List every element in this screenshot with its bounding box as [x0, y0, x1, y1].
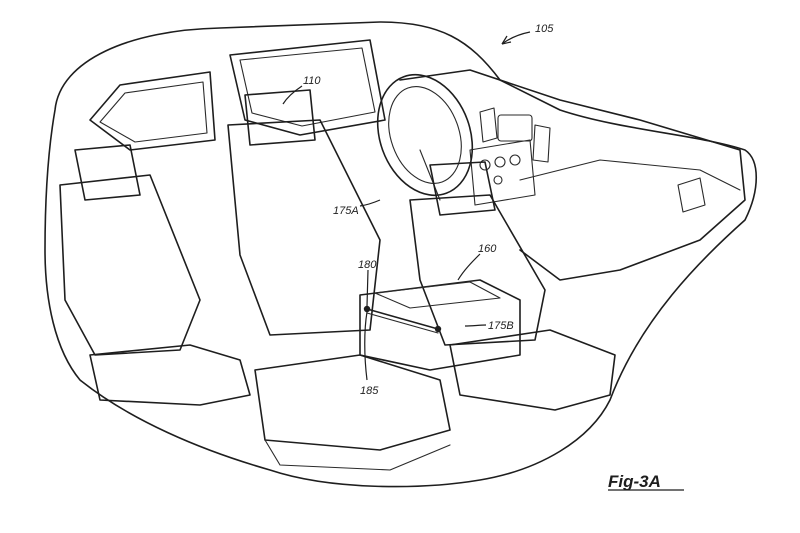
display-screen — [497, 114, 533, 142]
center-stack — [469, 139, 536, 206]
center-seat-back — [227, 119, 381, 336]
knob-2 — [494, 156, 506, 168]
front-window-frame — [229, 39, 386, 136]
knob-3 — [509, 154, 521, 166]
rear-seat-back — [59, 174, 201, 356]
connecting-rod — [366, 308, 439, 330]
rear-window-frame — [89, 71, 216, 151]
ref-160: 160 — [478, 243, 497, 255]
ref-105: 105 — [535, 23, 554, 35]
figure-label: Fig-3A — [608, 472, 661, 491]
steering-wheel-inner — [388, 86, 462, 184]
knob-1 — [479, 159, 491, 171]
front-window-inner — [239, 47, 376, 127]
center-seat-cushion — [254, 354, 451, 451]
front-seat-cushion — [449, 329, 616, 411]
pivot-lower-point — [434, 325, 442, 333]
vent-side — [677, 177, 706, 213]
vent-right — [532, 124, 551, 163]
leader-185 — [364, 311, 368, 381]
leader-110 — [282, 85, 303, 105]
console-box — [359, 279, 521, 371]
leader-180 — [366, 269, 369, 307]
dashboard — [399, 69, 746, 281]
steering-column — [419, 149, 441, 201]
arrow-105-head — [501, 35, 512, 45]
rear-window-inner — [99, 81, 208, 143]
front-seat-back — [409, 194, 546, 346]
leader-175A — [359, 199, 381, 207]
rear-headrest — [74, 144, 141, 201]
vehicle-body-outline — [44, 21, 758, 488]
front-headrest — [429, 161, 496, 216]
ref-110: 110 — [303, 75, 321, 87]
ref-185: 185 — [360, 385, 379, 397]
rear-seat-cushion — [89, 344, 251, 406]
ref-175A: 175A — [333, 205, 359, 217]
center-seat-base — [264, 439, 451, 471]
leader-175B — [464, 324, 487, 327]
ref-175B: 175B — [488, 320, 514, 332]
ref-180: 180 — [358, 259, 377, 271]
dashboard-lower-edge — [519, 159, 741, 191]
console-lid — [374, 281, 501, 309]
pivot-upper-point — [363, 305, 371, 313]
leader-160 — [457, 253, 481, 281]
arrow-105 — [501, 31, 531, 45]
steering-wheel — [376, 73, 474, 197]
knob-4 — [493, 175, 503, 185]
center-headrest — [244, 89, 316, 146]
vent-left — [479, 107, 498, 143]
connecting-rod-lower — [366, 312, 439, 334]
